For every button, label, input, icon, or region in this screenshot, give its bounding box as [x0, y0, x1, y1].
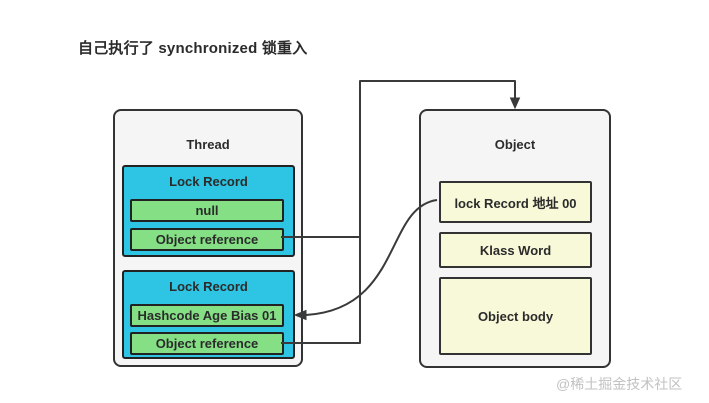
object-row-lock-record-address: lock Record 地址 00	[439, 181, 592, 223]
lock-record-2: Lock Record Hashcode Age Bias 01 Object …	[122, 270, 295, 359]
lock-record-2-label: Lock Record	[169, 279, 248, 294]
object-row-object-body: Object body	[439, 277, 592, 355]
object-row-klass-word: Klass Word	[439, 232, 592, 268]
lock-record-2-row-object-reference: Object reference	[130, 332, 284, 355]
lock-record-1: Lock Record null Object reference	[122, 165, 295, 257]
diagram-title: 自己执行了 synchronized 锁重入	[78, 40, 308, 57]
arrowhead-down-icon	[509, 97, 521, 110]
lock-record-1-row-null: null	[130, 199, 284, 222]
watermark: @稀土掘金技术社区	[556, 376, 683, 392]
lock-record-1-row-object-reference: Object reference	[130, 228, 284, 251]
lock-record-2-row-hashcode-age-bias: Hashcode Age Bias 01	[130, 304, 284, 327]
object-label: Object	[494, 137, 536, 152]
thread-label: Thread	[186, 137, 230, 152]
lock-record-1-label: Lock Record	[169, 174, 248, 189]
thread-box: Thread Lock Record null Object reference…	[113, 109, 303, 367]
object-box: Object lock Record 地址 00 Klass Word Obje…	[419, 109, 611, 368]
arrow-lockrecord-address-to-lock-record-2	[305, 199, 438, 316]
